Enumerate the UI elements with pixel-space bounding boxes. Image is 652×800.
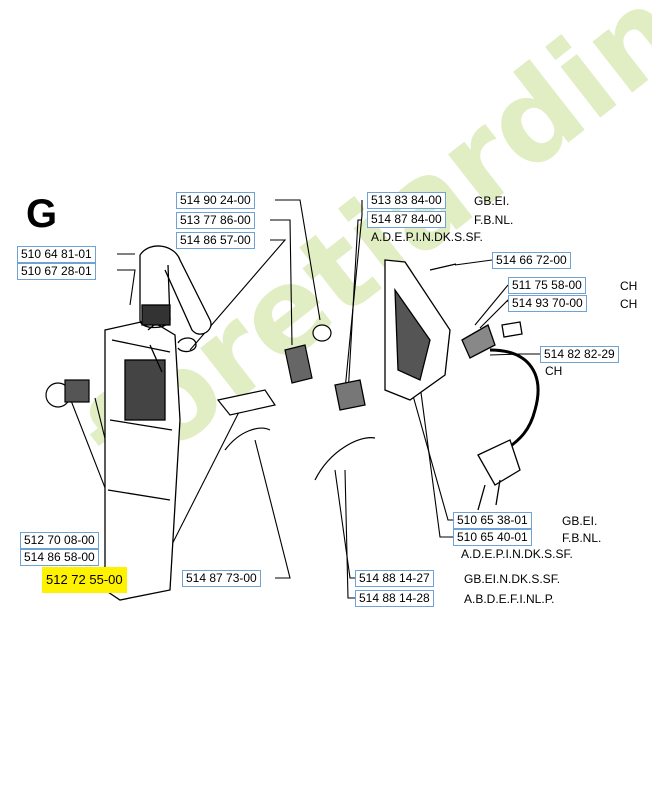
country-note: F.B.NL.	[474, 213, 514, 227]
leader-line	[117, 253, 136, 306]
part-label: 514 87 73-00	[182, 570, 261, 587]
part-label: 514 88 14-28	[355, 590, 434, 607]
country-note: A.B.D.E.F.I.NL.P.	[464, 592, 555, 606]
part-label: 512 70 08-00	[20, 532, 99, 549]
leader-line	[474, 284, 509, 326]
leader-line	[419, 384, 455, 538]
part-label: 513 83 84-00	[367, 192, 446, 209]
part-label: 514 88 14-27	[355, 570, 434, 587]
part-label-highlighted: 512 72 55-00	[42, 567, 127, 593]
country-note: F.B.NL.	[562, 531, 602, 545]
plug-cord	[461, 321, 540, 511]
part-label: 514 66 72-00	[492, 252, 571, 269]
leader-line	[189, 239, 287, 351]
part-label: 514 86 57-00	[176, 232, 255, 249]
country-note: GB.EI.	[474, 194, 510, 208]
leader-line	[489, 353, 540, 356]
country-note: GB.EI.	[562, 514, 598, 528]
part-label: 510 64 81-01	[17, 246, 96, 263]
country-note: A.D.E.P.I.N.DK.S.SF.	[371, 230, 483, 244]
part-label: 510 65 38-01	[453, 512, 532, 529]
part-label: 511 75 58-00	[508, 277, 586, 294]
knob-part	[45, 379, 90, 408]
leader-line	[454, 259, 493, 266]
country-note: CH	[620, 279, 638, 293]
country-note: GB.EI.N.DK.S.SF.	[464, 572, 561, 586]
tank-part	[104, 319, 181, 601]
part-label: 514 90 24-00	[176, 192, 255, 209]
leader-line	[254, 439, 291, 579]
part-label: 514 93 70-00	[508, 295, 587, 312]
leader-line	[409, 384, 455, 521]
country-note: CH	[620, 297, 638, 311]
small-parts	[216, 263, 457, 481]
section-letter: G	[26, 192, 58, 236]
part-label: 510 67 28-01	[17, 263, 96, 280]
leader-line	[270, 219, 293, 346]
country-note: CH	[545, 364, 563, 378]
leader-line	[344, 200, 363, 391]
part-label: 514 86 58-00	[20, 549, 99, 566]
part-label: 510 65 40-01	[453, 529, 532, 546]
leader-line	[347, 219, 362, 396]
part-label: 514 82 82-29	[540, 346, 619, 363]
leader-line	[334, 469, 365, 579]
handle-tube	[139, 245, 212, 353]
leader-line	[275, 199, 321, 321]
country-note: A.D.E.P.I.N.DK.S.SF.	[461, 547, 573, 561]
part-label: 514 87 84-00	[367, 211, 446, 228]
switch-housing	[334, 259, 451, 411]
part-label: 513 77 86-00	[176, 212, 255, 229]
